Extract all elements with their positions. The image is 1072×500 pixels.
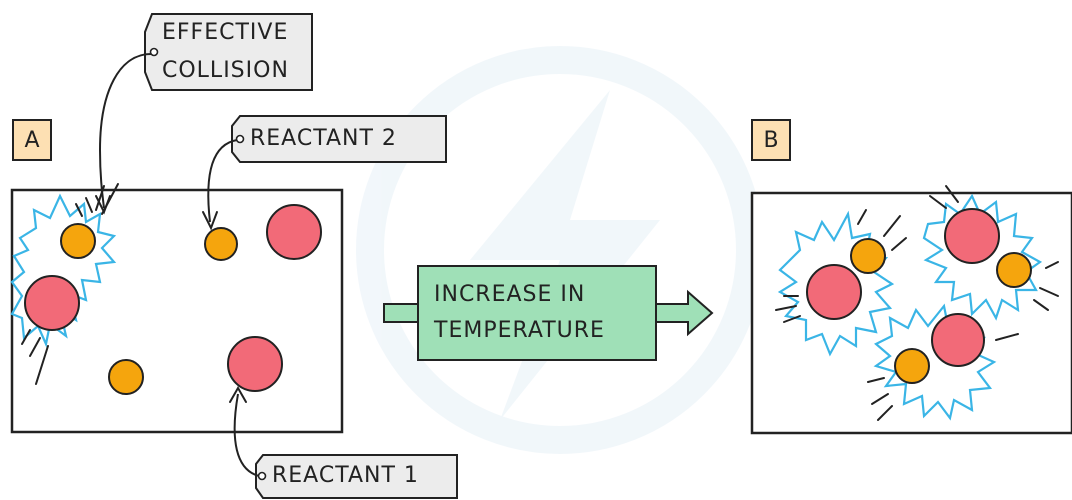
box-b-label: B <box>763 128 779 153</box>
reactant-2-label: REACTANT 2 <box>250 126 397 151</box>
reactant-1-particle <box>24 275 80 331</box>
reactant-2-particle <box>894 348 930 384</box>
reactant-2-tag <box>231 115 447 163</box>
motion-lines-b <box>775 185 1059 421</box>
reactant-1-particle <box>944 208 1000 264</box>
effective-collision-label-line2: COLLISION <box>162 58 289 83</box>
reactant-2-particle <box>108 359 144 395</box>
watermark-logo <box>356 46 764 454</box>
effective-collision-tag <box>144 13 313 91</box>
collision-burst-b-left <box>777 210 895 357</box>
reactant-1-label: REACTANT 1 <box>272 463 419 488</box>
reactant-1-particle <box>931 313 985 367</box>
effective-collision-burst <box>10 193 117 348</box>
reactant-1-particle <box>227 336 283 392</box>
reactant-2-particle <box>204 227 238 261</box>
box-b-label-bg <box>751 119 791 161</box>
motion-lines-a <box>21 183 119 385</box>
reactant-2-particle <box>850 238 886 274</box>
effective-collision-label-line1: EFFECTIVE <box>162 20 289 45</box>
reactant-1-particle <box>806 264 862 320</box>
reactant-1-pointer <box>233 393 260 477</box>
arrow-label-line1: INCREASE IN <box>434 282 586 307</box>
reactant-2-particle <box>996 252 1032 288</box>
effective-collision-pointer <box>98 53 152 209</box>
box-a-label: A <box>24 128 40 153</box>
container-b <box>750 191 1072 435</box>
reactant-1-particle <box>266 204 322 260</box>
reactant-1-tag <box>255 454 458 499</box>
reactant-2-pointer <box>207 139 238 223</box>
collision-burst-b-bottom <box>873 303 997 421</box>
reactant-2-particle <box>60 223 96 259</box>
arrow-label-line2: TEMPERATURE <box>434 318 605 343</box>
box-a-label-bg <box>12 119 52 161</box>
